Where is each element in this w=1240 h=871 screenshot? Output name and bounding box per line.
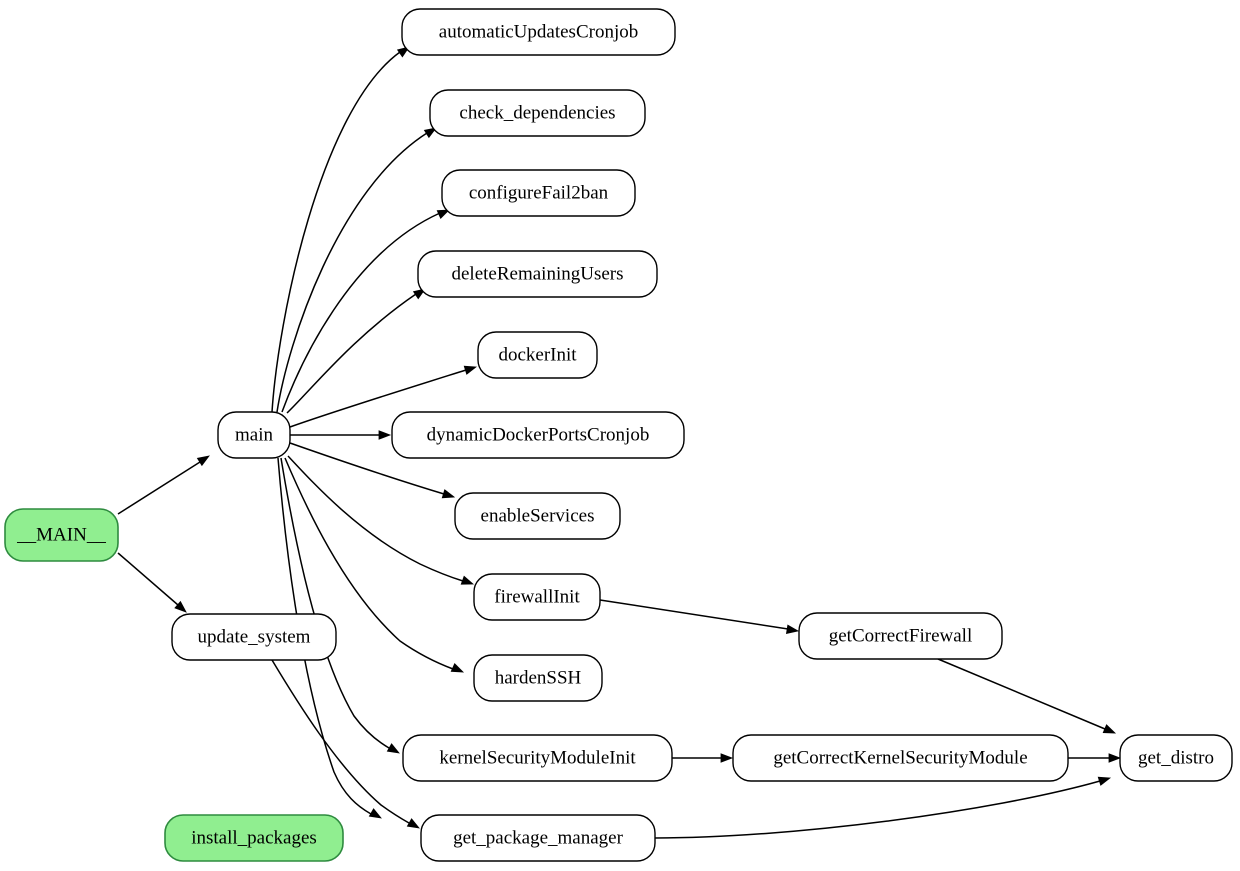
edge-main-to-kernelSecurityModuleInit bbox=[280, 457, 400, 754]
node-label: getCorrectFirewall bbox=[829, 625, 973, 646]
edge-__MAIN__-to-main bbox=[117, 455, 210, 515]
graph-node-kernelSecurityModuleInit[interactable]: kernelSecurityModuleInit bbox=[402, 734, 673, 782]
arrow-head bbox=[450, 662, 465, 673]
arrow-head bbox=[441, 489, 456, 499]
graph-node-hardenSSH[interactable]: hardenSSH bbox=[473, 654, 603, 702]
node-shape[interactable] bbox=[477, 331, 598, 379]
node-label: get_distro bbox=[1138, 747, 1214, 768]
node-label: update_system bbox=[198, 626, 311, 647]
arrow-head bbox=[406, 818, 420, 829]
node-shape[interactable] bbox=[473, 573, 601, 621]
edge-__MAIN__-to-update_system bbox=[117, 552, 187, 613]
graph-node-install_packages[interactable]: install_packages bbox=[164, 814, 344, 862]
node-shape[interactable] bbox=[417, 250, 658, 298]
node-label: automaticUpdatesCronjob bbox=[439, 21, 638, 42]
edge-kernelSecurityModuleInit-to-getCorrectKernelSecurityModule bbox=[672, 753, 734, 763]
arrow-head bbox=[460, 575, 475, 585]
graph-node-get_package_manager[interactable]: get_package_manager bbox=[420, 814, 656, 862]
edge-main-to-dockerInit bbox=[289, 365, 478, 428]
edge-getCorrectFirewall-to-get_distro bbox=[937, 658, 1117, 734]
graph-node-configureFail2ban[interactable]: configureFail2ban bbox=[441, 169, 636, 217]
node-label: check_dependencies bbox=[459, 102, 615, 123]
node-label: getCorrectKernelSecurityModule bbox=[773, 747, 1027, 768]
node-label: get_package_manager bbox=[453, 827, 624, 848]
node-label: dockerInit bbox=[498, 344, 577, 365]
graph-node-dockerInit[interactable]: dockerInit bbox=[477, 331, 598, 379]
graph-node-check_dependencies[interactable]: check_dependencies bbox=[429, 89, 646, 137]
graph-node-enableServices[interactable]: enableServices bbox=[454, 492, 621, 540]
edge-main-to-configureFail2ban bbox=[281, 209, 451, 413]
arrow-head bbox=[386, 743, 400, 754]
edge-firewallInit-to-getCorrectFirewall bbox=[599, 599, 800, 634]
node-shape[interactable] bbox=[164, 814, 344, 862]
node-shape[interactable] bbox=[441, 169, 636, 217]
graph-node-automaticUpdatesCronjob[interactable]: automaticUpdatesCronjob bbox=[401, 8, 676, 56]
graph-node-getCorrectKernelSecurityModule[interactable]: getCorrectKernelSecurityModule bbox=[732, 734, 1069, 782]
node-shape[interactable] bbox=[473, 654, 603, 702]
node-shape[interactable] bbox=[402, 734, 673, 782]
node-label: install_packages bbox=[191, 827, 317, 848]
edge-main-to-firewallInit bbox=[287, 455, 475, 585]
node-label: kernelSecurityModuleInit bbox=[439, 747, 636, 768]
node-shape[interactable] bbox=[171, 613, 337, 661]
graph-node-update_system[interactable]: update_system bbox=[171, 613, 337, 661]
node-shape[interactable] bbox=[391, 411, 685, 459]
node-shape[interactable] bbox=[429, 89, 646, 137]
node-shape[interactable] bbox=[732, 734, 1069, 782]
node-layer: automaticUpdatesCronjob check_dependencie… bbox=[4, 8, 1233, 862]
arrow-head bbox=[436, 209, 451, 220]
edge-main-to-dynamicDockerPortsCronjob bbox=[290, 430, 392, 440]
arrow-head bbox=[1102, 724, 1117, 734]
graph-node-__MAIN__[interactable]: __MAIN__ bbox=[4, 508, 119, 562]
node-label: __MAIN__ bbox=[16, 524, 106, 545]
arrow-head bbox=[1097, 776, 1112, 786]
graph-node-get_distro[interactable]: get_distro bbox=[1119, 734, 1233, 782]
arrow-head bbox=[368, 808, 382, 819]
edge-main-to-deleteRemainingUsers bbox=[286, 288, 426, 414]
arrow-head bbox=[196, 455, 210, 467]
node-shape[interactable] bbox=[420, 814, 656, 862]
node-shape[interactable] bbox=[454, 492, 621, 540]
node-label: dynamicDockerPortsCronjob bbox=[427, 424, 650, 445]
node-label: firewallInit bbox=[494, 586, 580, 607]
node-label: deleteRemainingUsers bbox=[451, 263, 623, 284]
edge-getCorrectKernelSecurityModule-to-get_distro bbox=[1068, 753, 1122, 763]
edge-get_package_manager-to-get_distro bbox=[654, 776, 1112, 839]
node-label: enableServices bbox=[481, 505, 595, 526]
arrow-head bbox=[1108, 753, 1122, 763]
edge-main-to-hardenSSH bbox=[284, 457, 465, 673]
edge-update_system-to-get_package_manager bbox=[271, 659, 420, 829]
node-shape[interactable] bbox=[401, 8, 676, 56]
node-label: hardenSSH bbox=[495, 667, 582, 688]
edge-main-to-enableServices bbox=[289, 442, 456, 499]
graph-node-firewallInit[interactable]: firewallInit bbox=[473, 573, 601, 621]
arrow-head bbox=[423, 127, 437, 139]
node-label: main bbox=[235, 424, 273, 445]
arrow-head bbox=[378, 430, 392, 440]
node-shape[interactable] bbox=[1119, 734, 1233, 782]
edge-main-to-get_package_manager bbox=[277, 457, 382, 819]
arrow-head bbox=[720, 753, 734, 763]
arrow-head bbox=[785, 624, 800, 634]
node-shape[interactable] bbox=[217, 411, 291, 459]
graph-node-main[interactable]: main bbox=[217, 411, 291, 459]
arrow-head bbox=[463, 365, 478, 375]
edge-main-to-check_dependencies bbox=[276, 127, 437, 413]
arrow-head bbox=[174, 600, 187, 613]
graph-node-dynamicDockerPortsCronjob[interactable]: dynamicDockerPortsCronjob bbox=[391, 411, 685, 459]
node-shape[interactable] bbox=[4, 508, 119, 562]
graph-node-deleteRemainingUsers[interactable]: deleteRemainingUsers bbox=[417, 250, 658, 298]
graph-node-getCorrectFirewall[interactable]: getCorrectFirewall bbox=[798, 612, 1003, 660]
node-shape[interactable] bbox=[798, 612, 1003, 660]
node-label: configureFail2ban bbox=[469, 182, 609, 203]
